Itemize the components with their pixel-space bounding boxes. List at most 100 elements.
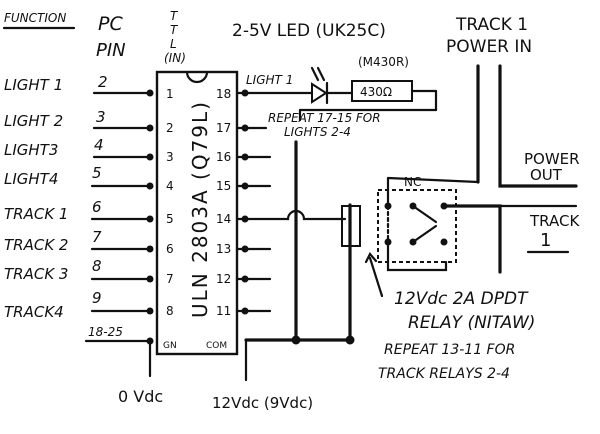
- function-label: TRACK4: [4, 303, 64, 321]
- chip-pin-15: 15: [216, 179, 231, 193]
- function-label: LIGHT 2: [4, 112, 63, 130]
- function-row-8: TRACK4 9: [4, 289, 154, 321]
- chip-pin-18: 18: [216, 87, 231, 101]
- pc-pin-number: 7: [92, 228, 102, 246]
- chip-gnd-label: GN: [163, 341, 177, 351]
- ttl-t1: T: [170, 9, 179, 23]
- wire-junction: [146, 215, 154, 223]
- chip-pin-17: 17: [216, 121, 231, 135]
- relay-arrow-shaft: [368, 256, 384, 298]
- led-diode: [310, 66, 329, 105]
- output-junction-16: [241, 153, 249, 161]
- repeat-tracks-line2: TRACK RELAYS 2-4: [378, 366, 510, 382]
- chip-pin-5: 5: [166, 212, 174, 226]
- light1-output-label: LIGHT 1: [246, 73, 293, 87]
- relay-to-power-out: [498, 168, 578, 188]
- pc-pin-number: 5: [92, 164, 102, 182]
- pc-pin-number: 2: [98, 73, 108, 91]
- function-row-6: TRACK 2 7: [4, 228, 154, 254]
- chip-pin-6: 6: [166, 242, 174, 256]
- relay-to-track-wire: [442, 204, 502, 274]
- pin-header: PIN: [96, 40, 126, 61]
- chip-name: ULN 2803A (Q79L): [188, 100, 212, 318]
- chip-com-label: COM: [206, 341, 227, 351]
- pin14-wire: [235, 209, 347, 221]
- function-header: FUNCTION: [4, 11, 66, 25]
- function-label: TRACK 1: [4, 205, 68, 223]
- chip-notch: [185, 70, 209, 84]
- chip-pin-4: 4: [166, 179, 174, 193]
- supply-voltage: 12Vdc (9Vdc): [212, 394, 313, 412]
- chip-pin-1: 1: [166, 87, 174, 101]
- pc-header: PC: [98, 13, 123, 35]
- chip-pin-8: 8: [166, 304, 174, 318]
- track-power-to-relay: [386, 176, 480, 208]
- function-row-5: TRACK 1 6: [4, 198, 154, 223]
- chip-pin-12: 12: [216, 272, 231, 286]
- resistor-part: (M430R): [358, 55, 409, 69]
- function-row-3: LIGHT3 4: [4, 136, 154, 161]
- output-junction-13: [241, 245, 249, 253]
- function-label: TRACK 3: [4, 265, 68, 283]
- relay-desc-line1: 12Vdc 2A DPDT: [394, 289, 529, 309]
- chip-body: [155, 70, 239, 356]
- chip-pin-16: 16: [216, 150, 231, 164]
- relay-body: [377, 189, 457, 263]
- power-out-line1: POWER: [524, 150, 580, 168]
- supply-junction-a: [291, 335, 301, 345]
- pc-pin-number: 8: [92, 257, 102, 275]
- wire-junction: [146, 275, 154, 283]
- pc-pin-number: 4: [94, 136, 104, 154]
- power-out-line2: OUT: [530, 166, 563, 184]
- relay-arrow-head: [364, 252, 378, 264]
- repeat-tracks-line1: REPEAT 13-11 FOR: [384, 342, 515, 358]
- function-row-7: TRACK 3 8: [4, 257, 154, 283]
- repeat-lights-line2: LIGHTS 2-4: [284, 125, 351, 139]
- wire-junction: [146, 124, 154, 132]
- ttl-t2: T: [170, 23, 179, 37]
- wire-junction: [146, 153, 154, 161]
- relay-contact: [440, 238, 448, 246]
- repeat-lights-line1: REPEAT 17-15 FOR: [268, 111, 381, 125]
- output-junction-12: [241, 275, 249, 283]
- output-junction-15: [241, 182, 249, 190]
- pc-pin-number: 3: [96, 108, 106, 126]
- ground-voltage: 0 Vdc: [118, 387, 163, 406]
- function-label: LIGHT 1: [4, 76, 63, 94]
- function-label: LIGHT3: [4, 141, 58, 159]
- wire-junction: [146, 245, 154, 253]
- pc-pin-number: 6: [92, 198, 102, 216]
- chip-pin-11: 11: [216, 304, 231, 318]
- output-junction-17: [241, 124, 249, 132]
- ttl-in: (IN): [164, 51, 186, 65]
- ground-pc-pins: 18-25: [88, 325, 123, 339]
- function-row-1: LIGHT 1 2: [4, 73, 154, 97]
- track-power-line2: POWER IN: [446, 37, 532, 57]
- function-label: TRACK 2: [4, 236, 68, 254]
- ttl-l: L: [170, 37, 177, 51]
- uln2803-chip: ULN 2803A (Q79L) 1 2 3 4 5 6 7 8 GN COM …: [155, 70, 239, 356]
- wire-junction: [146, 89, 154, 97]
- resistor-value: 430Ω: [360, 85, 392, 99]
- function-row-4: LIGHT4 5: [4, 164, 154, 190]
- chip-pin-2: 2: [166, 121, 174, 135]
- pc-pin-number: 9: [92, 289, 102, 307]
- wire-junction: [146, 182, 154, 190]
- track-out-line1: TRACK: [529, 212, 580, 230]
- function-label: LIGHT4: [4, 170, 58, 188]
- relay-coil: [341, 205, 361, 247]
- chip-pin-14: 14: [216, 212, 231, 226]
- chip-pin-13: 13: [216, 242, 231, 256]
- wire-junction: [146, 307, 154, 315]
- led-label: 2-5V LED (UK25C): [232, 21, 386, 41]
- relay-nc-label: NC: [404, 175, 421, 189]
- track-out-line2: 1: [540, 230, 551, 251]
- function-row-2: LIGHT 2 3: [4, 108, 154, 132]
- chip-pin-7: 7: [166, 272, 174, 286]
- relay-desc-line2: RELAY (NITAW): [408, 313, 535, 333]
- dpdt-relay: NC: [341, 175, 457, 263]
- output-junction-11: [241, 307, 249, 315]
- track-power-line1: TRACK 1: [455, 15, 528, 35]
- chip-pin-3: 3: [166, 150, 174, 164]
